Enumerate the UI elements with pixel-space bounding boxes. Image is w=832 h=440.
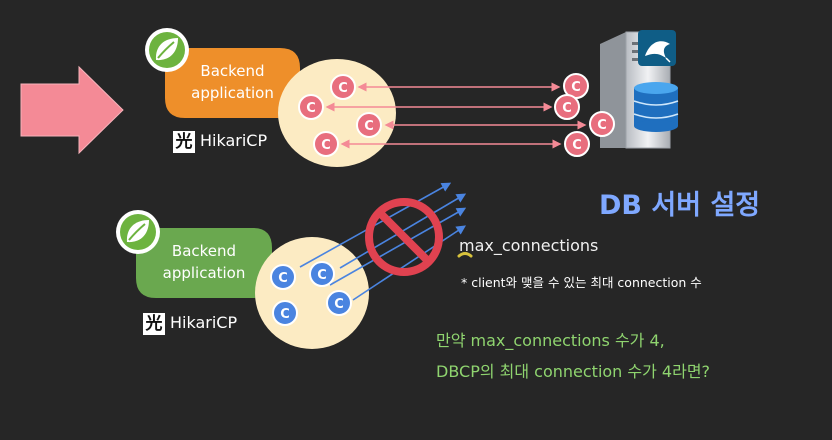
connection-circle (309, 261, 335, 287)
top-connection-links (325, 82, 587, 149)
connection-circle (330, 74, 356, 100)
config-name: max_connections (459, 236, 599, 255)
connection-circle (356, 112, 382, 138)
config-note: * client와 맺을 수 있는 최대 connection 수 (461, 275, 702, 290)
top-backend-box (165, 48, 300, 118)
hikaricp-logo-icon: 光 (173, 131, 195, 153)
connection-label: C (321, 138, 331, 153)
highlight-mark (457, 252, 473, 258)
connection-circle (326, 290, 352, 316)
connection-circle (564, 131, 590, 157)
db-connection: C (589, 111, 615, 137)
connection-circle (272, 300, 298, 326)
connection-label: C (334, 297, 344, 312)
spring-leaf-icon (116, 210, 160, 254)
connection-label: C (280, 307, 290, 322)
top-pool-connection: C (330, 74, 356, 100)
connection-label: C (572, 138, 582, 153)
connection-label: C (571, 80, 581, 95)
db-connection: C (554, 94, 580, 120)
arrow-right-icon (20, 65, 124, 155)
bottom-pool-connection: C (270, 264, 296, 290)
bottom-pool-connection: C (309, 261, 335, 287)
connection-label: C (364, 119, 374, 134)
bottom-connection-pool (255, 237, 369, 349)
spring-leaf-icon (145, 28, 189, 72)
connection-label: C (338, 81, 348, 96)
mysql-dolphin-icon (638, 30, 676, 66)
connection-label: C (562, 101, 572, 116)
hikaricp-logo-icon: 光 (143, 313, 165, 335)
bottom-pool-connection: C (272, 300, 298, 326)
top-backend-label: Backend application (191, 62, 274, 102)
prohibit-icon (365, 198, 443, 276)
bottom-backend-box (136, 228, 272, 298)
top-pool-connection: C (356, 112, 382, 138)
connection-label: C (317, 268, 327, 283)
connection-circle (589, 111, 615, 137)
connection-circle (554, 94, 580, 120)
question-line-1: 만약 max_connections 수가 4, (436, 331, 665, 350)
bottom-hikaricp-label: HikariCP (170, 313, 238, 332)
database-cylinder-icon (633, 82, 679, 132)
question-line-2: DBCP의 최대 connection 수가 4라면? (436, 362, 711, 381)
connection-label: C (306, 101, 316, 116)
section-title: DB 서버 설정 (599, 190, 761, 221)
db-connection: C (564, 131, 590, 157)
bottom-pool-connection: C (326, 290, 352, 316)
connection-circle (313, 131, 339, 157)
connection-label: C (278, 271, 288, 286)
bottom-backend-label: Backend application (162, 242, 246, 282)
top-pool-connection: C (298, 94, 324, 120)
connection-circle (298, 94, 324, 120)
connection-label: C (597, 118, 607, 133)
connection-circle (270, 264, 296, 290)
top-hikaricp-label: HikariCP (200, 131, 268, 150)
top-pool-connection: C (313, 131, 339, 157)
